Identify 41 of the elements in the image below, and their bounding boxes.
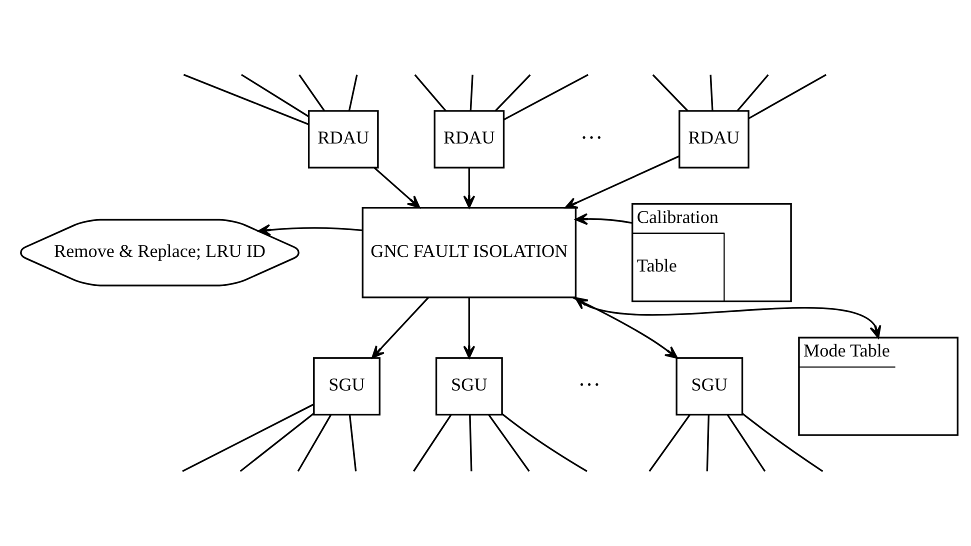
connector [469,414,472,472]
node-ellipse: Remove & Replace; LRU ID [20,218,300,286]
node-box: SGU [676,357,744,416]
connector [182,404,314,472]
connector [183,74,309,126]
connector [742,413,824,472]
connector [297,414,332,472]
node-box: SGU [435,357,503,416]
connector [726,414,766,472]
connector [348,414,357,472]
arrow [372,296,430,359]
connector [710,74,714,111]
connector [706,414,710,472]
arrow [564,156,680,209]
connector [240,412,314,472]
connector [348,74,358,111]
node-box: RDAU [678,110,750,168]
node-box: RDAU [434,110,505,168]
connector [652,74,688,112]
arrow [574,213,632,225]
connector [736,74,769,112]
connector [414,74,446,112]
arrow [374,167,420,208]
connector [412,414,452,472]
node-box: RDAU [308,110,379,168]
connector [488,414,530,472]
arrow [258,224,362,236]
label: ··· [580,124,603,150]
node-box: GNC FAULT ISOLATION [362,206,577,298]
connector [748,74,826,120]
arrow [463,168,476,208]
node-box: SGU [313,357,380,416]
connector [504,74,588,120]
connector [494,74,531,112]
label: ··· [578,372,601,397]
connector [648,414,690,472]
connector [240,74,310,118]
arrow [463,298,476,359]
connector [470,74,474,111]
connector [502,413,588,472]
connector [298,74,325,112]
